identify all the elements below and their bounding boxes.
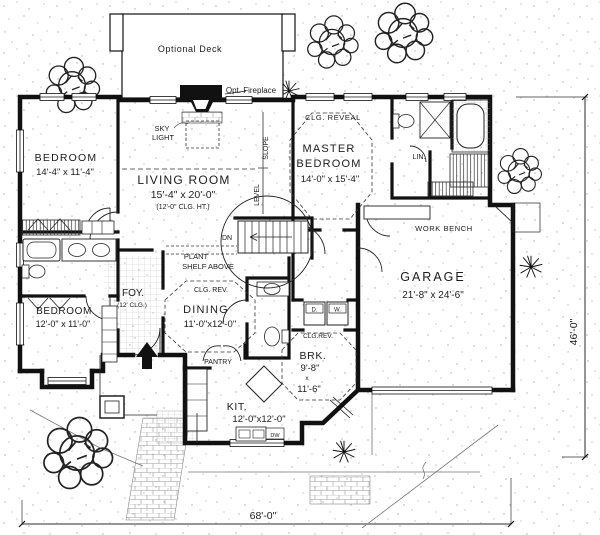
deck-label: Optional Deck <box>158 44 222 54</box>
linen-shelves <box>81 220 115 235</box>
dining-clg-rev-label: CLG. REV. <box>194 287 228 294</box>
brk-dim-x: x <box>305 375 309 382</box>
dining-dims: 11'-0"x12'-0" <box>184 319 236 330</box>
overall-width-dim: 68'-0" <box>250 510 277 522</box>
clg-reveal-label: CLG. REVEAL <box>305 113 361 122</box>
brk-ceiling-reveal <box>281 332 357 401</box>
toilet <box>264 326 280 347</box>
skylight-label-2: LIGHT <box>152 133 175 142</box>
garage-side-door <box>495 206 513 223</box>
deck-post-left <box>109 13 124 52</box>
ceiling-lines <box>122 112 373 401</box>
toilet <box>397 114 415 128</box>
pantry-doors <box>202 345 242 362</box>
powder-door <box>222 299 248 325</box>
pantry-label: PANTRY <box>204 359 232 366</box>
brk-dim-w: 9'-8" <box>301 363 320 374</box>
dining-ceiling-reveal <box>164 280 256 353</box>
plant-shelf-outline <box>166 245 237 255</box>
foyer-name: FOY. <box>122 288 144 299</box>
toilet-tank <box>281 329 290 344</box>
living-name: LIVING ROOM <box>137 173 230 187</box>
toilet-tank <box>21 264 30 279</box>
labels: Optional Deck Opt. Fireplace BEDROOM 14'… <box>35 44 580 522</box>
porch-column <box>99 395 125 419</box>
dimension-lines <box>18 93 589 528</box>
bedroom2-dims: 12'-0" x 11'-0" <box>36 319 91 329</box>
bedroom2-bay <box>39 368 95 390</box>
master-dims: 14'-0" x 15'-4" <box>301 174 359 185</box>
stairs-dn-label: DN <box>222 235 232 242</box>
garage-hall-door <box>357 247 383 273</box>
deck-post-right <box>281 13 296 52</box>
laundry-appliances <box>303 301 349 326</box>
driveway-edges <box>361 394 499 529</box>
optional-deck <box>109 13 296 99</box>
master-tub <box>456 103 485 149</box>
washer-label: W. <box>334 308 341 314</box>
plant-shelf-label-1: PLANT <box>184 252 209 261</box>
slope-label: SLOPE <box>263 136 270 160</box>
sink <box>92 243 110 257</box>
living-clg-note: (12'-0" CLG. HT.) <box>156 204 209 211</box>
garage-dims: 21'-8" x 24'-6" <box>402 290 464 301</box>
skylight-label-1: SKY <box>154 124 169 133</box>
master-ceiling-reveal <box>289 112 373 220</box>
bedroom1-name: BEDROOM <box>35 152 98 164</box>
brk-bay-window <box>329 396 354 419</box>
dining-name: DINING <box>183 304 229 316</box>
opt-fireplace-label: Opt. Fireplace <box>226 86 277 95</box>
side-stoop <box>512 202 541 233</box>
work-bench-label: WORK BENCH <box>415 224 473 233</box>
closet-hangers <box>427 181 474 197</box>
fixtures <box>21 85 541 443</box>
foyer-clg-note: (12' CLG.) <box>117 302 147 309</box>
landscaping <box>29 2 543 529</box>
optional-fireplace <box>180 85 247 124</box>
stairs-down <box>237 220 309 254</box>
bifold-doors <box>27 218 71 231</box>
sink <box>68 243 86 257</box>
level-slope-line <box>258 112 268 214</box>
shelves <box>101 305 118 363</box>
windows <box>16 93 493 447</box>
work-bench <box>363 205 431 220</box>
brk-name: BRK. <box>300 350 327 362</box>
plant-shelf-label-2: SHELF ABOVE <box>182 262 234 271</box>
entry-arrow <box>136 342 158 369</box>
linen-door <box>409 145 427 163</box>
driveway-break-mark <box>422 461 427 480</box>
brick-patio <box>309 475 371 505</box>
toilet <box>28 264 46 279</box>
sink <box>263 283 281 295</box>
dishwasher-label: DW <box>270 433 280 439</box>
brk-clg-rev-label: CLG.REV. <box>303 333 333 340</box>
dryer-label: D. <box>312 308 318 314</box>
bedroom2-name: BEDROOM <box>36 306 92 317</box>
master-name-2: BEDROOM <box>296 158 361 170</box>
skylight-outline <box>185 120 220 149</box>
curved-wall <box>220 195 314 289</box>
level-label: LEVEL <box>254 184 261 206</box>
living-dims: 15'-4" x 20'-0" <box>151 189 216 201</box>
garage-name: GARAGE <box>400 270 466 284</box>
bedroom1-dims: 14'-4" x 11'-4" <box>36 167 94 178</box>
kitchen-dims: 12'-0"x12'-0" <box>232 414 285 425</box>
linen-label: LIN. <box>413 154 426 161</box>
entry-door <box>132 327 161 356</box>
kitchen-fixtures <box>186 365 285 442</box>
bifold-doors <box>27 297 71 310</box>
island <box>245 365 283 403</box>
kitchen-name: KIT. <box>227 401 248 413</box>
overall-depth-dim: 46'-0" <box>568 318 580 345</box>
window <box>16 93 467 447</box>
brk-dim-h: 11'-6" <box>297 384 321 395</box>
closet-hangers <box>21 219 81 236</box>
dishwasher <box>265 427 285 440</box>
master-name-1: MASTER <box>302 143 355 155</box>
garage-door <box>371 386 493 395</box>
